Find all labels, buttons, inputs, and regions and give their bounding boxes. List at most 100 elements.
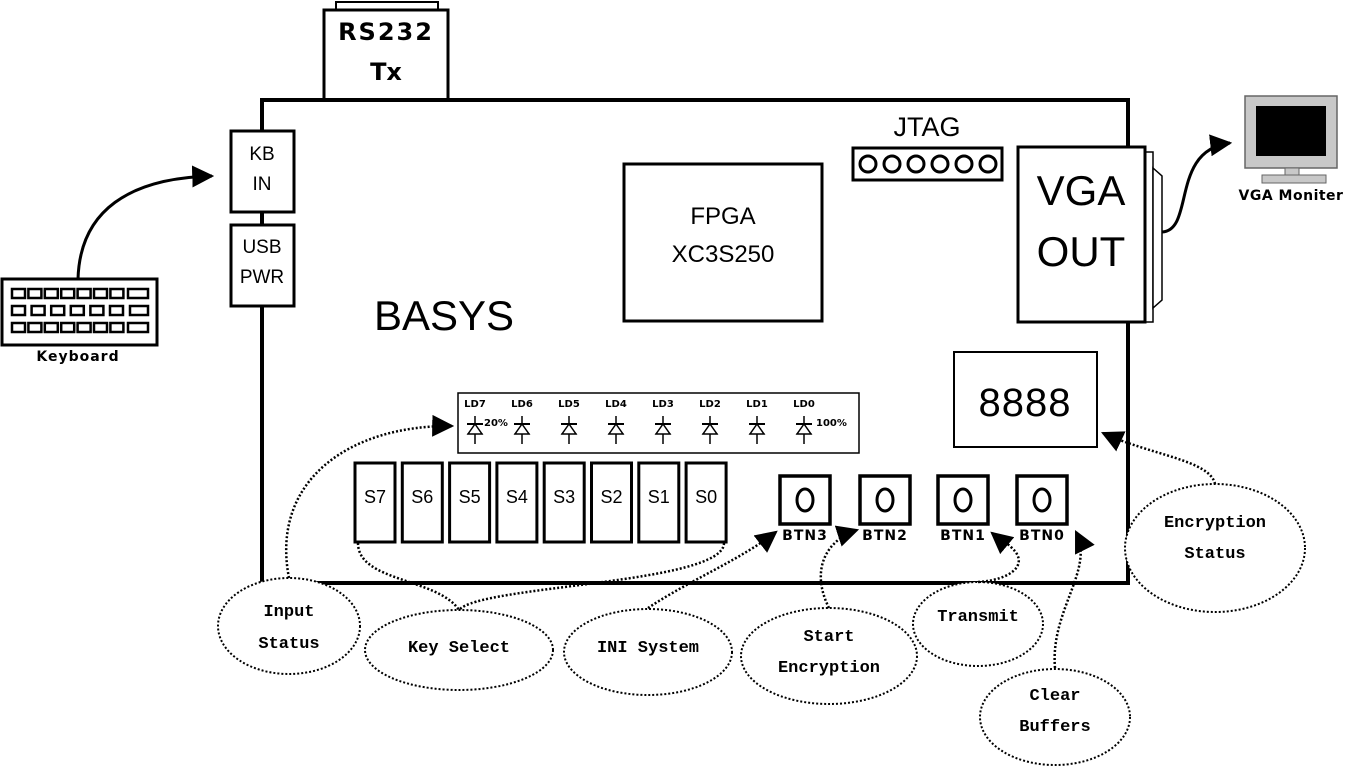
led-20-percent: 20% xyxy=(484,418,508,429)
callout-clear-buffers-line2: Buffers xyxy=(1019,718,1090,737)
button-label: BTN1 xyxy=(940,528,986,544)
callout-encryption-status: Encryption Status xyxy=(1124,483,1306,613)
seven-segment-value: 8888 xyxy=(979,381,1072,425)
callout-encryption-status-line2: Status xyxy=(1184,545,1245,564)
callout-clear-buffers: Clear Buffers xyxy=(979,668,1131,766)
callout-input-status: Input Status xyxy=(217,577,361,675)
vga-label: VGA xyxy=(1037,167,1126,214)
led-label: LD5 xyxy=(558,399,580,410)
led-label: LD0 xyxy=(793,399,815,410)
kb-in-label-2: IN xyxy=(253,174,272,195)
led-label: LD4 xyxy=(605,399,627,410)
button-btn1[interactable]: BTN1 xyxy=(936,474,990,544)
keyboard-key xyxy=(30,304,46,317)
button-row: BTN3 BTN2 BTN1 BTN0 xyxy=(778,474,1069,544)
keyboard-key xyxy=(10,304,27,317)
kb-in-port: KB IN xyxy=(229,129,296,214)
switch-s7[interactable]: S7 xyxy=(353,461,397,544)
jtag-header: JTAG xyxy=(851,112,1004,182)
switch-s4[interactable]: S4 xyxy=(495,461,539,544)
keyboard-key xyxy=(92,321,109,334)
switch-s5[interactable]: S5 xyxy=(448,461,492,544)
callout-transmit-label: Transmit xyxy=(937,608,1019,627)
jtag-pin xyxy=(978,154,998,174)
switch-label: S2 xyxy=(600,487,622,507)
keyboard-cable xyxy=(76,165,215,280)
button-label: BTN2 xyxy=(862,528,908,544)
led-diode-icon xyxy=(795,416,813,444)
led-diode-icon xyxy=(466,416,484,444)
callout-ini-system-label: INI System xyxy=(597,639,699,658)
leader-ini-system xyxy=(647,530,778,610)
jtag-pin xyxy=(906,154,926,174)
switch-s6[interactable]: S6 xyxy=(400,461,444,544)
keyboard-key xyxy=(108,304,125,317)
leader-encryption-status xyxy=(1101,431,1217,485)
rs232-connector: RS232 Tx xyxy=(322,1,450,102)
led-diode-icon xyxy=(513,416,531,444)
switch-s2[interactable]: S2 xyxy=(590,461,633,544)
jtag-pin xyxy=(954,154,974,174)
switch-label: S4 xyxy=(506,487,528,507)
usb-pwr-label-1: USB xyxy=(242,237,281,258)
jtag-pin xyxy=(882,154,902,174)
switch-s3[interactable]: S3 xyxy=(542,461,586,544)
led-label: LD3 xyxy=(652,399,674,410)
fpga-part-label: XC3S250 xyxy=(672,241,775,268)
callout-start-encryption-line2: Encryption xyxy=(778,659,880,678)
button-btn3[interactable]: BTN3 xyxy=(778,474,832,544)
rs232-tx-label: Tx xyxy=(370,58,402,86)
keyboard-key xyxy=(10,287,27,300)
callout-encryption-status-line1: Encryption xyxy=(1164,514,1266,533)
keyboard-key xyxy=(59,287,76,300)
keyboard-key xyxy=(27,321,43,334)
led-diode-icon xyxy=(748,416,766,444)
keyboard-key xyxy=(43,321,60,334)
seven-segment-display: 8888 xyxy=(953,351,1098,448)
switch-label: S1 xyxy=(648,487,670,507)
led-label: LD7 xyxy=(464,399,486,410)
keyboard-key xyxy=(10,321,27,334)
callout-input-status-line2: Status xyxy=(258,635,319,654)
led-label: LD1 xyxy=(746,399,768,410)
keyboard-key xyxy=(59,321,76,334)
jtag-pin xyxy=(930,154,950,174)
led-label: LD2 xyxy=(699,399,721,410)
keyboard-key xyxy=(76,287,92,300)
vga-out-port: VGA OUT xyxy=(1016,145,1163,324)
leader-start-encryption xyxy=(819,525,860,609)
button-btn2[interactable]: BTN2 xyxy=(858,474,912,544)
keyboard-key xyxy=(92,287,109,300)
kb-in-label-1: KB xyxy=(249,144,274,165)
keyboard-key xyxy=(43,287,60,300)
button-label: BTN0 xyxy=(1019,528,1065,544)
switch-s0[interactable]: S0 xyxy=(684,461,728,544)
button-btn0[interactable]: BTN0 xyxy=(1015,474,1069,544)
vga-monitor-label: VGA Moniter xyxy=(1239,188,1344,204)
jtag-pin xyxy=(858,154,878,174)
button-label: BTN3 xyxy=(782,528,828,544)
callout-start-encryption-line1: Start xyxy=(803,628,854,647)
leader-transmit xyxy=(977,531,1020,584)
leader-lines xyxy=(284,414,1217,669)
board-name: BASYS xyxy=(374,292,514,339)
fpga-chip: FPGA XC3S250 xyxy=(622,162,824,323)
leader-clear-buffers xyxy=(1053,530,1095,669)
callout-key-select: Key Select xyxy=(364,609,554,691)
switch-s1[interactable]: S1 xyxy=(637,461,681,544)
led-diode-icon xyxy=(607,416,625,444)
vga-monitor-icon: VGA Moniter xyxy=(1239,95,1344,204)
callout-start-encryption: Start Encryption xyxy=(740,607,918,705)
keyboard-key xyxy=(126,287,150,300)
led-100-percent: 100% xyxy=(816,418,847,429)
callout-ini-system: INI System xyxy=(563,608,733,696)
vga-out-label: OUT xyxy=(1037,228,1126,275)
keyboard-key xyxy=(109,321,125,334)
switch-label: S7 xyxy=(364,487,386,507)
vga-cable xyxy=(1161,134,1233,234)
keyboard-key xyxy=(89,304,105,317)
